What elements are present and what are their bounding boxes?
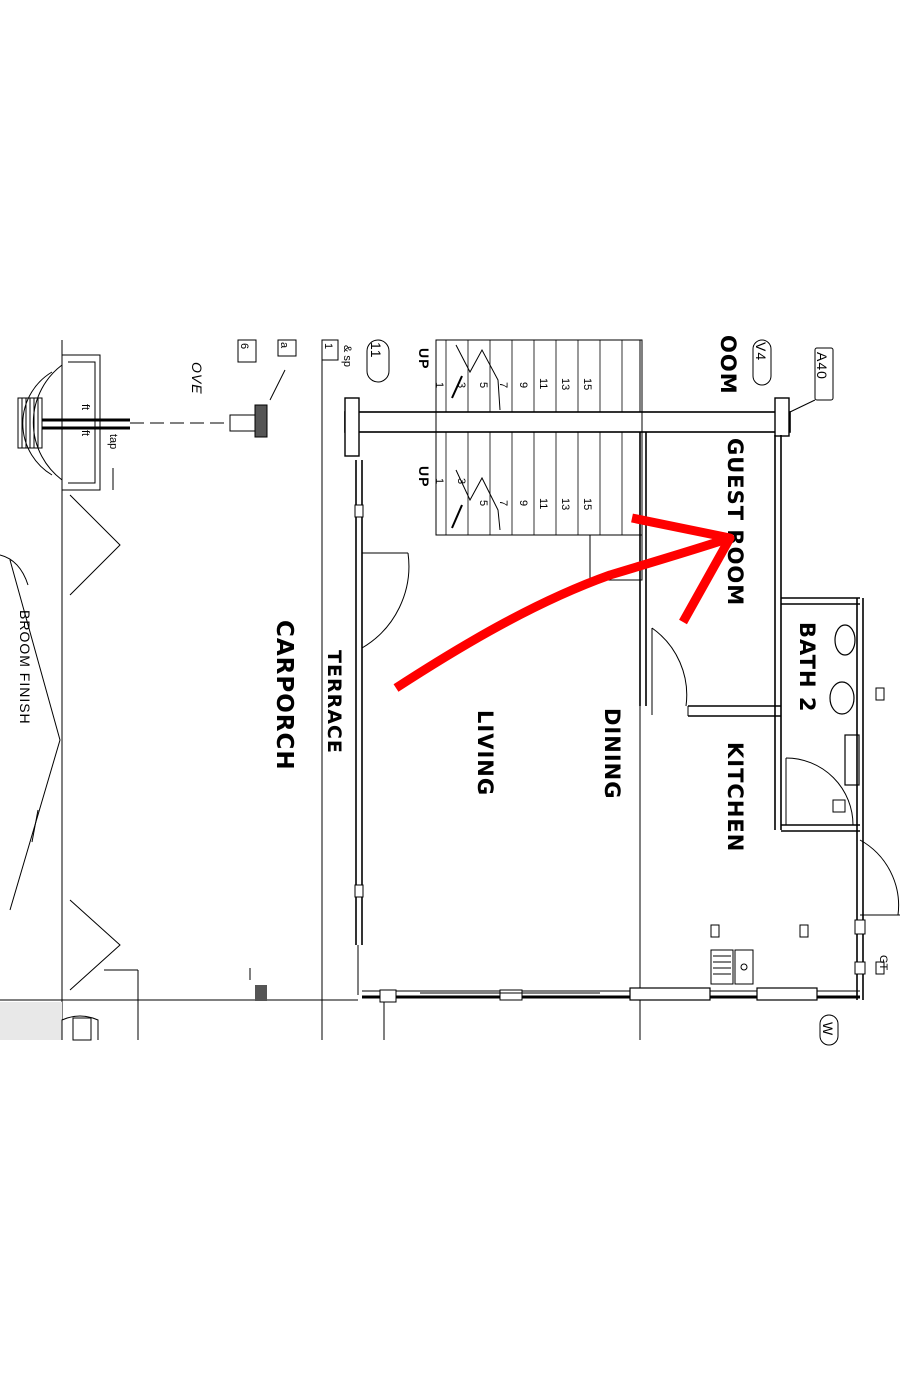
terrace-wall	[354, 460, 410, 995]
stair-num: 9	[517, 382, 529, 388]
room-label-guest-room: GUEST ROOM	[723, 438, 747, 606]
room-label-guest-room-top: OOM	[716, 335, 740, 395]
stair-num: 1	[433, 478, 445, 484]
room-label-terrace: TERRACE	[323, 650, 345, 754]
stair-num: 5	[477, 500, 489, 506]
stair-num: 11	[537, 498, 549, 509]
guest-room-wall	[639, 432, 689, 716]
stair-num: 15	[581, 498, 593, 510]
structure-lines	[0, 340, 641, 1040]
stair-num: 13	[559, 378, 571, 390]
tag-gt: GT	[877, 955, 889, 971]
stair-num: 5	[477, 382, 489, 388]
stair-num: 1	[433, 382, 445, 388]
stair-num: 7	[497, 382, 509, 388]
ove-label: OVE	[189, 362, 205, 395]
tags: A40 V4 GT W 11 & sp 1 6 a tap ft ft OVE	[79, 339, 889, 1046]
stair-num: 15	[581, 378, 593, 390]
right-wall	[774, 435, 900, 1000]
stair-num: 7	[497, 500, 509, 506]
tag-six: 6	[238, 343, 250, 349]
tag-ft: ft	[79, 404, 91, 410]
tag-a: a	[278, 342, 290, 349]
room-label-bath2: BATH 2	[795, 622, 819, 712]
left-elements	[0, 354, 286, 1041]
upper-wall	[344, 397, 791, 457]
tag-a40: A40	[814, 352, 830, 380]
room-label-kitchen: KITCHEN	[723, 742, 747, 852]
tag-ft: ft	[79, 430, 91, 436]
room-label-carporch: CARPORCH	[271, 620, 297, 771]
tag-one: 1	[322, 343, 334, 349]
stair-numbers: 1 3 5 7 9 11 13 15 1 3 5 7 9 11 13 15 UP…	[416, 348, 593, 510]
stair-num: 3	[455, 478, 467, 484]
tag-tap: tap	[107, 434, 119, 449]
bottom-wall	[362, 987, 860, 1003]
room-label-living: LIVING	[473, 710, 497, 796]
tag-amp-sp: & sp	[341, 345, 353, 367]
stair-up-label: UP	[416, 348, 432, 369]
room-labels: OOM GUEST ROOM BATH 2 KITCHEN DINING LIV…	[17, 335, 819, 852]
kitchen-fixtures	[710, 924, 885, 985]
stair-num: 13	[559, 498, 571, 510]
room-label-dining: DINING	[600, 708, 624, 799]
stair-up-label: UP	[416, 466, 432, 487]
broom-finish-label: BROOM FINISH	[17, 610, 33, 725]
staircase	[435, 339, 643, 581]
tag-eleven: 11	[368, 342, 384, 359]
stair-num: 3	[455, 382, 467, 388]
stair-num: 9	[517, 500, 529, 506]
bath2-walls	[688, 597, 885, 832]
tag-v4: V4	[753, 342, 769, 361]
annotation-arrow	[393, 513, 735, 692]
tag-w: W	[820, 1022, 836, 1036]
stair-num: 11	[537, 378, 549, 389]
